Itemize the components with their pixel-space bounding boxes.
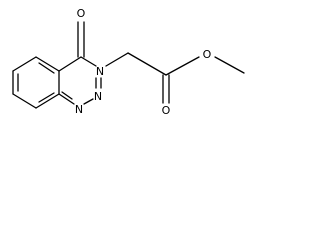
- structure-canvas: O N N N O O: [0, 0, 254, 136]
- benzene-ring: [12, 56, 60, 109]
- bond: [165, 56, 200, 76]
- bond: [127, 52, 167, 76]
- atom-label-ring-n1: N: [75, 103, 83, 116]
- bond: [214, 56, 245, 74]
- triazinone-ring: [58, 21, 102, 105]
- bond: [105, 52, 129, 67]
- bond: [12, 56, 37, 72]
- bond: [35, 93, 60, 109]
- double-bond-inner: [38, 62, 55, 74]
- molecule-diagram: O N N N O O: [12, 7, 245, 117]
- bond: [83, 98, 94, 105]
- bond: [12, 93, 37, 109]
- atom-label-ester-oxygen: O: [203, 48, 212, 61]
- atom-label-ketone-oxygen: O: [77, 7, 86, 20]
- atom-label-ring-n3: N: [96, 65, 104, 78]
- atom-label-ring-n2: N: [94, 90, 102, 103]
- bond: [80, 56, 97, 67]
- bond: [35, 56, 60, 72]
- bond: [58, 93, 75, 105]
- ester-side-chain: [105, 52, 245, 104]
- double-bond-inner: [61, 91, 73, 100]
- bond: [58, 56, 82, 72]
- double-bond-inner: [38, 92, 55, 103]
- atom-label-carbonyl-oxygen: O: [162, 104, 171, 117]
